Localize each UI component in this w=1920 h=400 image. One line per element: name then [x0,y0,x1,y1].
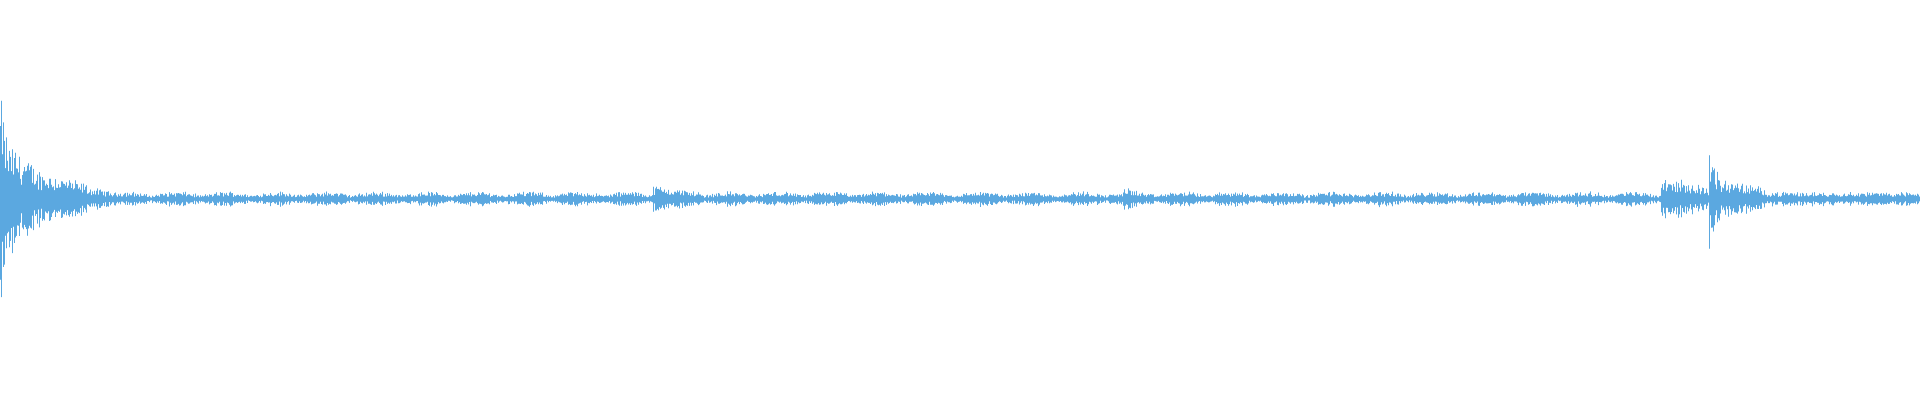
waveform-bars [0,100,1920,298]
